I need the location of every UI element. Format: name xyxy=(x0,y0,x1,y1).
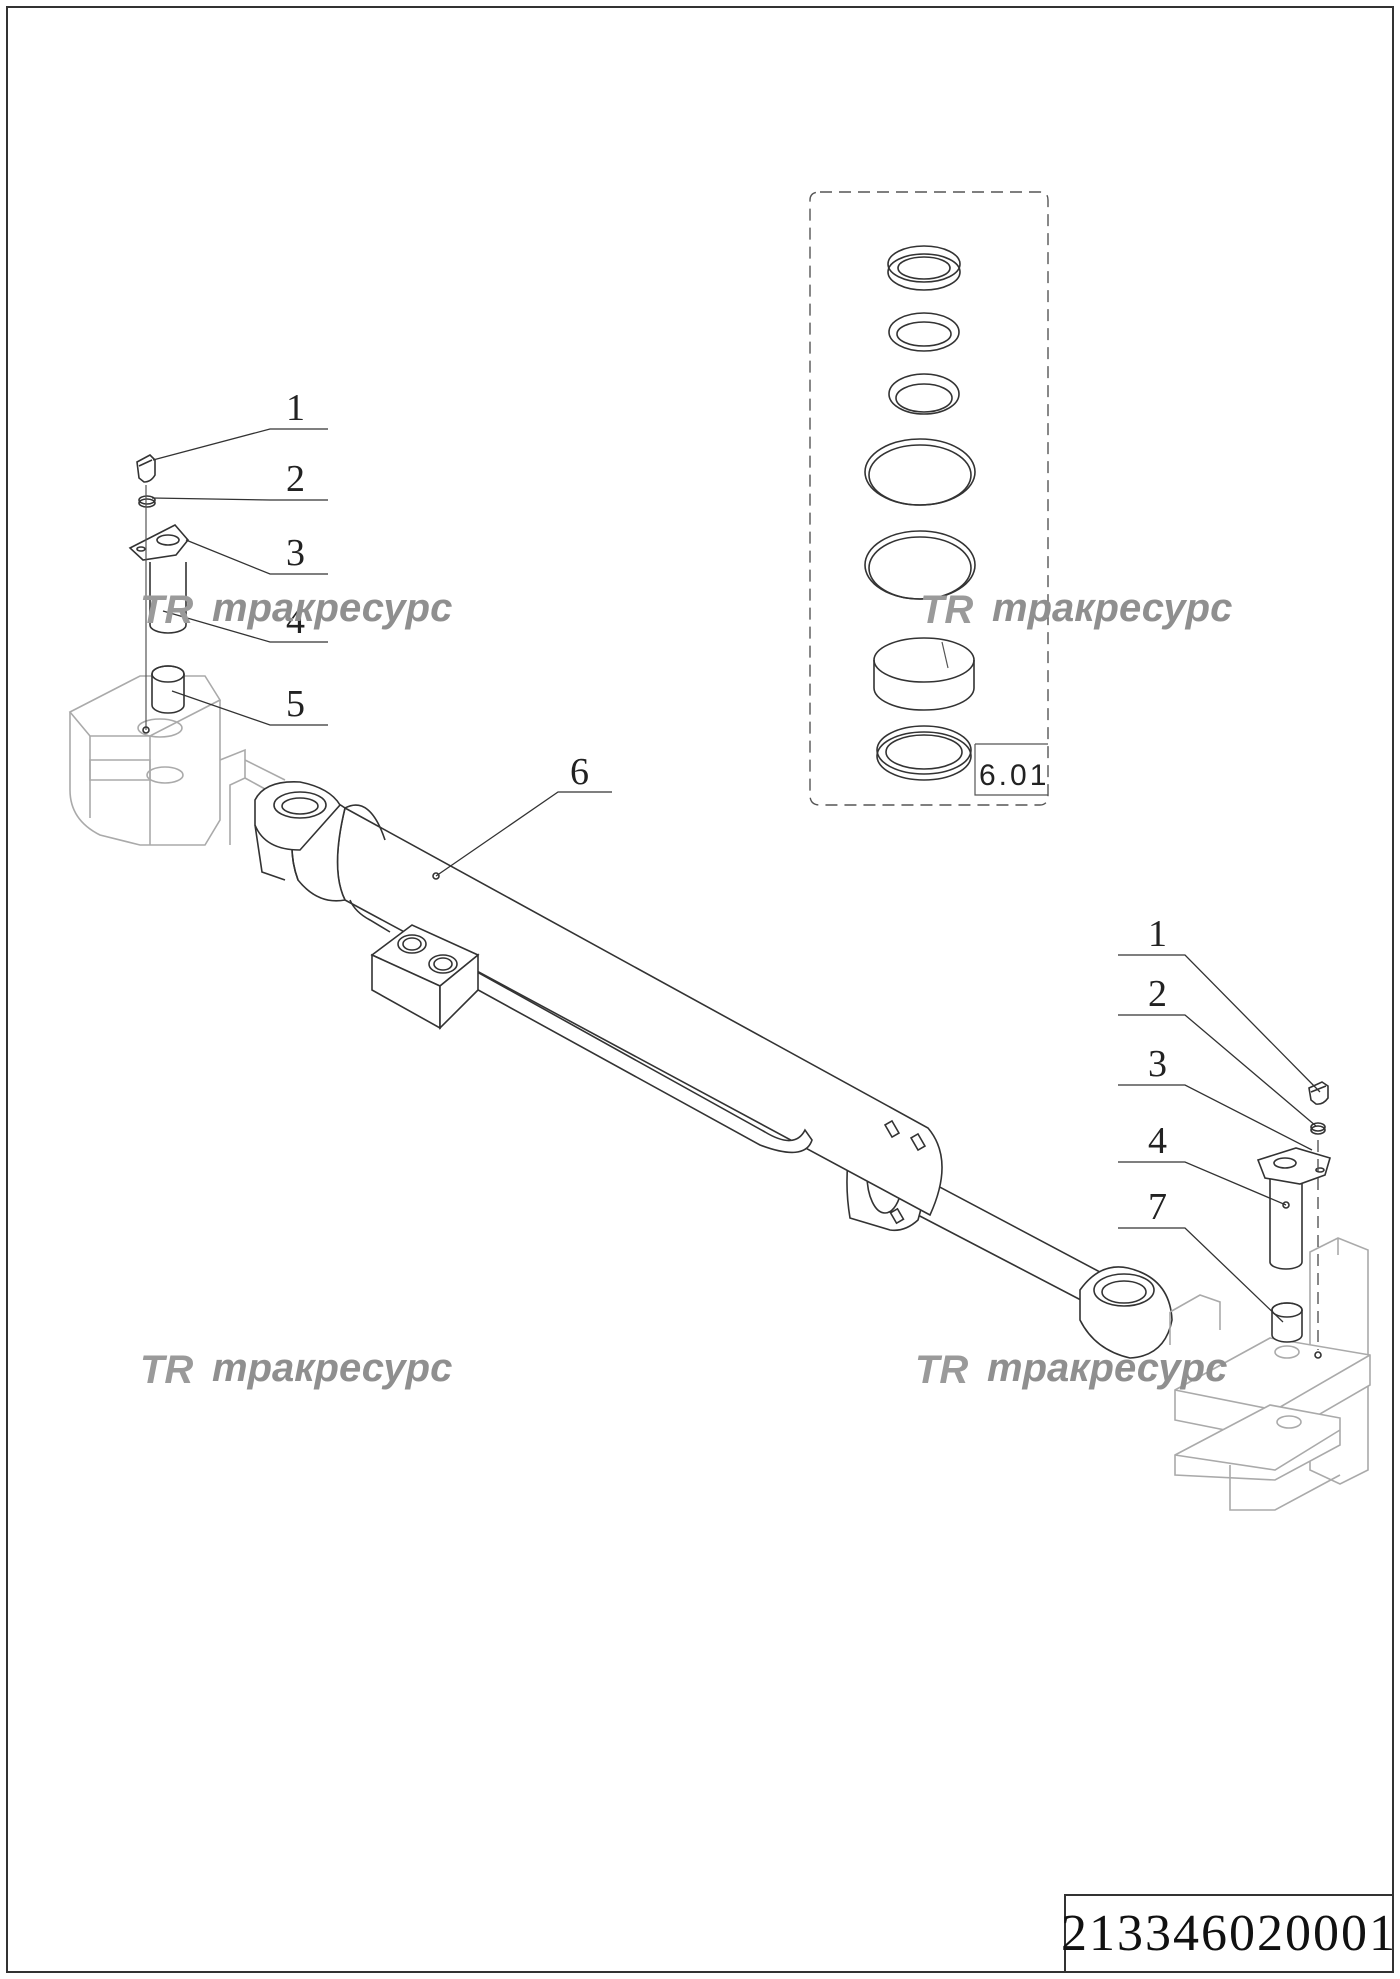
watermark-logo: TR xyxy=(140,1348,193,1392)
cylinder-rear-eye xyxy=(254,781,341,881)
seal-kit-border xyxy=(809,191,1049,806)
callout-lock-plate-right: 3 xyxy=(1148,1043,1167,1085)
piston-seal xyxy=(876,725,972,781)
o-ring xyxy=(864,530,976,600)
callout-spring-washer: 2 xyxy=(286,458,305,500)
sheet-border xyxy=(6,6,1394,1973)
callout-pin: 4 xyxy=(286,600,305,642)
watermark-logo: TR xyxy=(920,588,973,632)
rod-eye xyxy=(1079,1266,1173,1359)
watermark-text: тракресурс xyxy=(212,1346,452,1390)
callout-bolt: 1 xyxy=(286,387,305,429)
seal-ring xyxy=(887,245,961,291)
watermark-text: тракресурс xyxy=(992,586,1232,630)
watermark-text: тракресурс xyxy=(212,586,452,630)
callout-lock-plate: 3 xyxy=(286,532,305,574)
o-ring xyxy=(864,438,976,506)
watermark-text: тракресурс xyxy=(987,1346,1227,1390)
seal-kit-group: 6.01 xyxy=(809,191,1049,806)
guide-ring xyxy=(873,637,975,711)
right-leaders xyxy=(1118,954,1321,1323)
right-callouts: 1 2 3 4 7 xyxy=(1148,913,1167,1228)
callout-bushing: 5 xyxy=(286,683,305,725)
watermark-bottom-right: TR тракресурс xyxy=(915,1346,1227,1392)
callout-pin-right: 4 xyxy=(1148,1120,1167,1162)
drawing-number: 213346020001 xyxy=(1061,1905,1397,1962)
callout-bolt-right: 1 xyxy=(1148,913,1167,955)
right-bracket xyxy=(1169,1081,1371,1511)
left-callouts: 1 2 3 4 5 xyxy=(286,387,305,725)
watermark-bottom-left: TR тракресурс xyxy=(140,1346,452,1392)
watermark-logo: TR xyxy=(140,588,193,632)
callout-spring-washer-right: 2 xyxy=(1148,973,1167,1015)
left-bracket xyxy=(68,454,286,846)
hydraulic-cylinder xyxy=(254,781,1173,1359)
cylinder-leader xyxy=(435,791,612,877)
callout-bushing-right: 7 xyxy=(1148,1186,1167,1228)
seal-kit-label: 6.01 xyxy=(979,759,1049,792)
port-block xyxy=(370,924,480,1030)
watermark-top-left: TR тракресурс xyxy=(140,586,452,632)
left-leaders xyxy=(151,428,328,726)
watermark-logo: TR xyxy=(915,1348,968,1392)
seal-ring xyxy=(888,373,960,415)
seal-ring xyxy=(888,312,960,352)
watermark-top-right: TR тракресурс xyxy=(920,586,1232,632)
title-block: 213346020001 xyxy=(1061,1894,1397,1973)
callout-cylinder: 6 xyxy=(570,751,589,793)
